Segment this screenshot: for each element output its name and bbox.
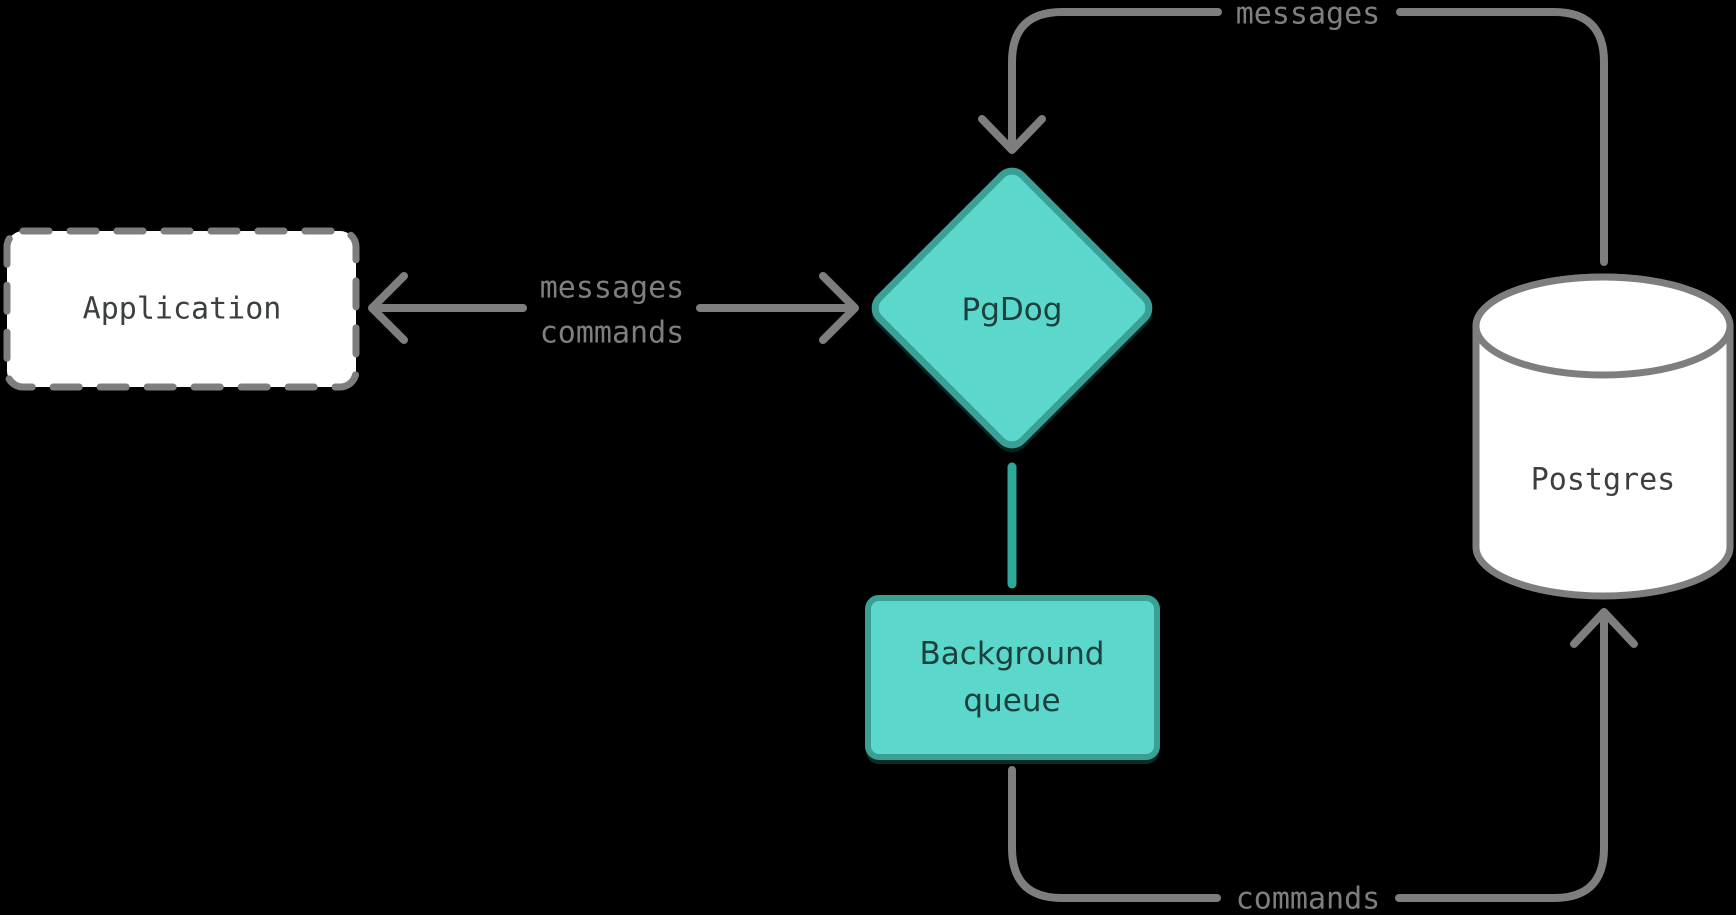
label-postgres: Postgres: [1530, 462, 1676, 498]
node-application-box: [3, 227, 360, 391]
edge-label-commands-mid: commands: [539, 315, 685, 351]
edge-label-messages-mid: messages: [539, 270, 685, 306]
application-box-outline: [3, 227, 360, 391]
edge-label-commands-bottom: commands: [1235, 881, 1381, 915]
cylinder-top-rim: [1472, 273, 1734, 379]
label-application: Application: [82, 291, 282, 327]
arrowhead-right-icon: [819, 272, 859, 344]
arrowhead-left-icon: [368, 272, 408, 344]
edge-path-bottom-right: [1395, 616, 1608, 902]
arrowhead-down-icon: [978, 115, 1046, 154]
node-postgres-cylinder: [1472, 273, 1734, 600]
arrowhead-up-icon: [1570, 608, 1638, 648]
node-background-queue-box: [865, 595, 1160, 760]
edge-path-bottom-left: [1008, 766, 1221, 902]
edge-path-top-right: [1396, 8, 1608, 266]
edge-application-pgdog: [368, 272, 859, 344]
label-background-queue-line1: Background: [919, 636, 1105, 672]
edge-label-messages-top: messages: [1235, 0, 1381, 32]
edge-path-top-left: [1008, 8, 1222, 144]
edge-queue-postgres: [1008, 608, 1638, 902]
label-background-queue: Background queue: [920, 631, 1105, 725]
edge-postgres-pgdog: [978, 8, 1608, 266]
label-background-queue-line2: queue: [963, 683, 1061, 719]
label-pgdog: PgDog: [961, 292, 1063, 328]
